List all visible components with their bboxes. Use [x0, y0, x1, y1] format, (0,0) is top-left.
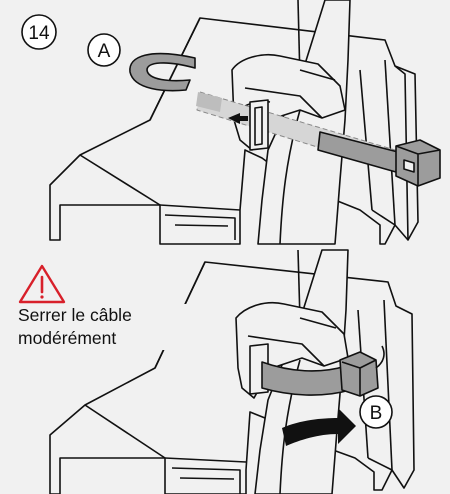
warning-line-2: modérément	[18, 328, 117, 348]
tighten-arrow-icon	[282, 408, 356, 446]
callout-a-label: A	[98, 41, 111, 62]
cable-tie-head-bottom	[339, 351, 379, 397]
cable-tie-loop	[129, 52, 196, 92]
insertion-arrow-icon	[228, 113, 248, 124]
warning-message: Serrer le câble modérément	[18, 304, 188, 350]
step-a-illustration	[49, 0, 441, 245]
step-number-badge: 14	[21, 14, 57, 50]
warning-triangle-icon	[18, 264, 66, 304]
warning-line-1: Serrer le câble	[18, 305, 132, 325]
step-number: 14	[28, 23, 50, 44]
callout-a: A	[87, 33, 121, 67]
callout-b: B	[359, 395, 393, 429]
callout-b-label: B	[370, 403, 383, 424]
step-b-illustration	[49, 249, 415, 494]
